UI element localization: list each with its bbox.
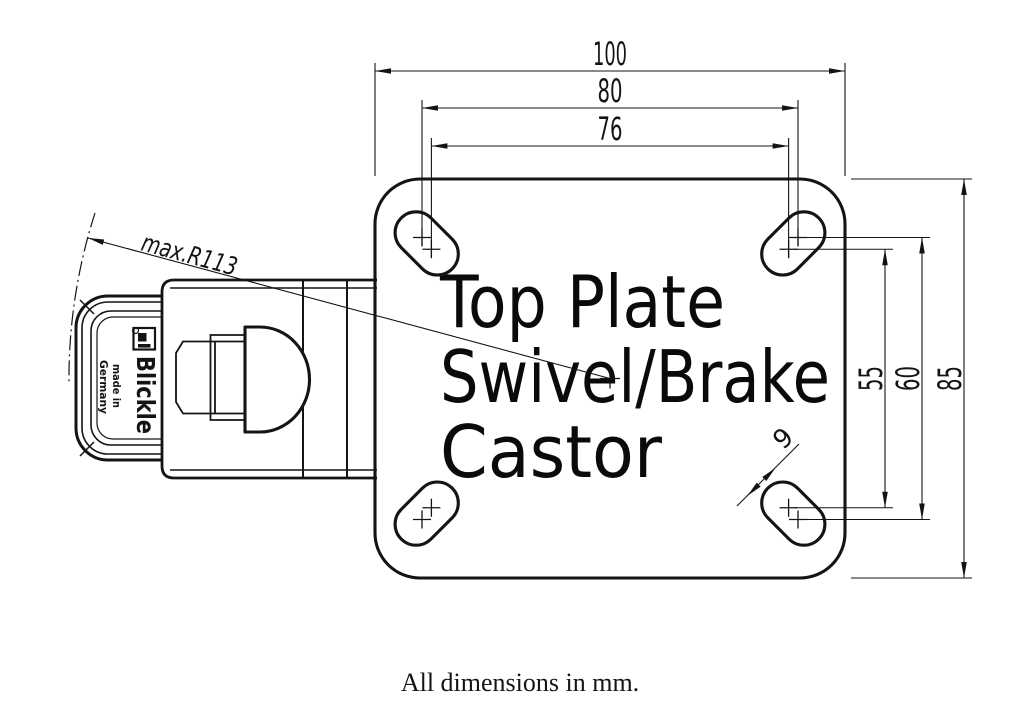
dim-bolt-width-outer: 80: [598, 72, 623, 110]
dim-overall-depth: 85: [931, 366, 969, 391]
bolt-slot-bottom-left: [393, 480, 460, 547]
swivel-hub-detail: [175, 334, 244, 421]
brand-logo-mark: [131, 326, 157, 351]
radius-leader-arrowhead: [88, 238, 105, 245]
bracket-outline: [160, 278, 377, 480]
plate-title-line2: Swivel/Brake: [440, 335, 830, 419]
brand-name-label: Blickle: [131, 356, 160, 434]
brake-pedal: [243, 325, 312, 434]
wheel-corner-ticks: [79, 299, 95, 457]
bolt-slots: [393, 210, 827, 547]
bolt-slot-bottom-right: [760, 480, 827, 547]
plate-title-line3: Castor: [440, 410, 662, 494]
bolt-slot-top-right: [760, 210, 827, 277]
radius-leader-line: [87, 237, 611, 380]
made-in-label: made in: [110, 364, 123, 408]
dim-bolt-width-inner: 76: [598, 110, 623, 148]
dimension-arrowheads: [375, 68, 967, 578]
dim-bolt-depth-outer: 60: [889, 366, 927, 391]
dim-overall-width: 100: [593, 35, 627, 73]
units-caption: All dimensions in mm.: [401, 668, 639, 697]
swivel-radius-label: max.R113: [138, 228, 240, 282]
bolt-slot-top-left: [393, 210, 460, 277]
dim-bolt-depth-inner: 55: [852, 366, 890, 391]
plate-title-line1: Top Plate: [439, 260, 725, 344]
dimension-lines: [374, 63, 972, 579]
plate-title: Top Plate Swivel/Brake Castor: [439, 260, 830, 494]
swivel-radius-arc: [68, 212, 96, 386]
country-label: Germany: [97, 360, 110, 414]
